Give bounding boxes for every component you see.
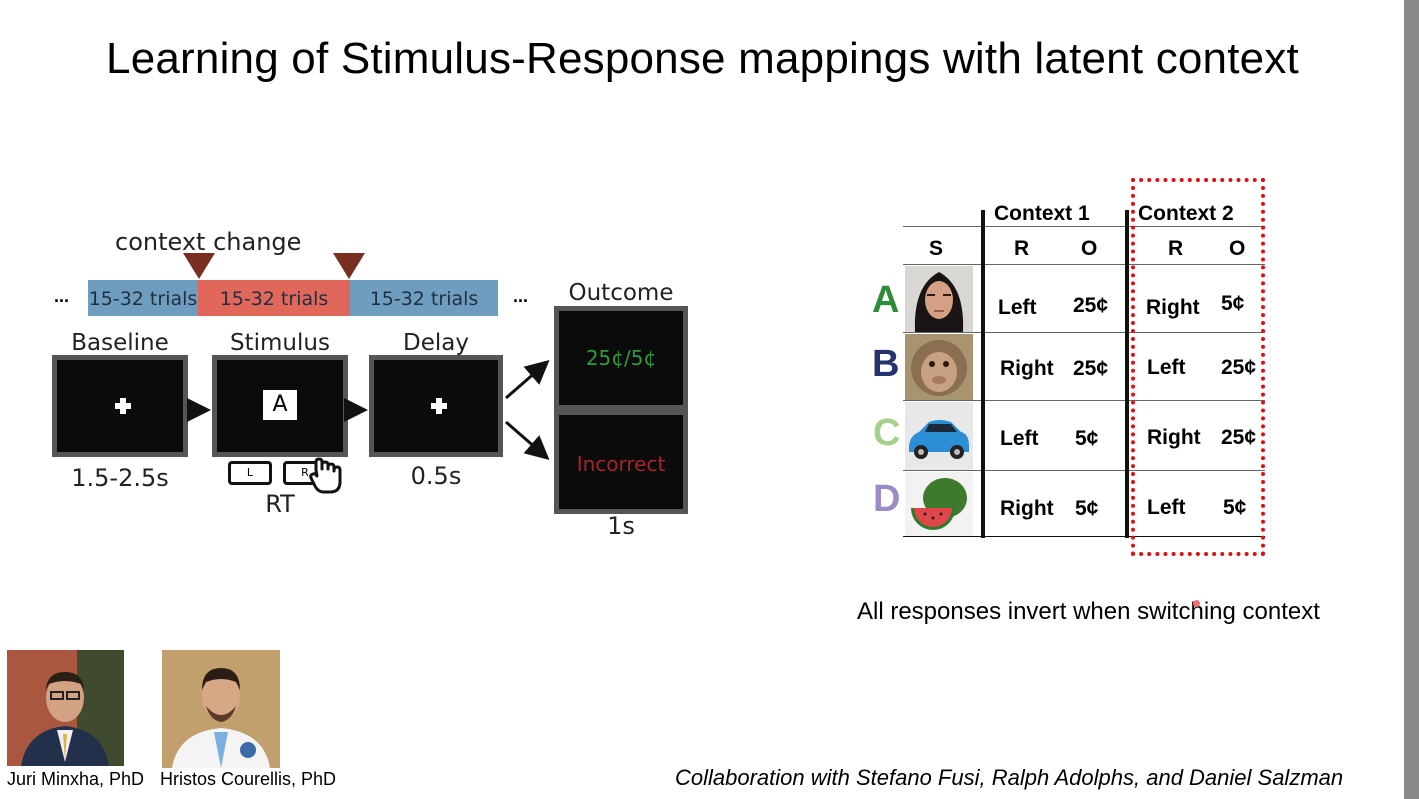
context2-header: Context 2	[1138, 202, 1234, 225]
woman-face-icon	[905, 266, 973, 332]
context-note: All responses invert when switching cont…	[857, 598, 1320, 625]
table-rule	[903, 400, 1265, 401]
arrow-to-correct	[505, 360, 550, 400]
col-header-r1: R	[1014, 237, 1030, 260]
flow-arrows	[187, 360, 550, 460]
slide-title: Learning of Stimulus-Response mappings w…	[106, 34, 1299, 83]
outcome-time: 1s	[607, 512, 635, 540]
stimulus-letter-a: A	[872, 279, 900, 321]
car-icon	[905, 402, 973, 470]
row-b-c2-outcome: 25¢	[1221, 356, 1257, 379]
baseline-label: Baseline	[71, 330, 169, 356]
row-d-c1-outcome: 5¢	[1075, 497, 1099, 520]
fixation-cross-icon	[431, 398, 447, 414]
table-rule	[903, 226, 1265, 227]
row-b-c1-response: Right	[1000, 357, 1054, 380]
row-c-c1-outcome: 5¢	[1075, 427, 1099, 450]
outcome-incorrect-text: Incorrect	[576, 452, 666, 476]
table-rule	[903, 470, 1265, 471]
context-change-marker-1	[183, 253, 215, 279]
delay-screen	[369, 355, 503, 457]
outcome-correct-screen: 25¢/5¢	[554, 306, 688, 410]
row-d-c1-response: Right	[1000, 497, 1054, 520]
table-rule	[903, 536, 1265, 537]
outcome-reward-text: 25¢/5¢	[585, 346, 657, 370]
col-header-o1: O	[1081, 237, 1098, 260]
trial-block-label: 15-32 trials	[88, 288, 198, 310]
delay-time: 0.5s	[410, 462, 462, 490]
context-change-marker-2	[333, 253, 365, 279]
trial-block-3: 15-32 trials	[350, 280, 498, 316]
baseline-screen	[52, 355, 188, 457]
row-a-c1-outcome: 25¢	[1073, 294, 1109, 317]
row-c-c2-outcome: 25¢	[1221, 426, 1257, 449]
row-c-c1-response: Left	[1000, 427, 1039, 450]
delay-label: Delay	[403, 330, 469, 356]
row-a-c2-response: Right	[1146, 296, 1200, 319]
person-photo-1	[7, 650, 124, 766]
person-name-1: Juri Minxha, PhD	[7, 769, 145, 789]
row-b-c2-response: Left	[1147, 356, 1186, 379]
row-c-c2-response: Right	[1147, 426, 1201, 449]
hand-press-icon	[309, 457, 342, 494]
stimulus-label: Stimulus	[230, 330, 330, 356]
row-b-c1-outcome: 25¢	[1073, 357, 1109, 380]
stimulus-letter-b: B	[872, 343, 900, 385]
row-d-c2-response: Left	[1147, 496, 1186, 519]
row-a-c1-response: Left	[998, 296, 1037, 319]
left-key-icon: L	[228, 461, 272, 485]
person-name-2: Hristos Courellis, PhD	[160, 769, 337, 789]
baseline-time: 1.5-2.5s	[71, 464, 169, 492]
trial-block-2: 15-32 trials	[198, 280, 350, 316]
stimulus-time: RT	[265, 490, 295, 518]
outcome-incorrect-screen: Incorrect	[554, 410, 688, 514]
column-divider	[981, 210, 985, 538]
trial-block-label: 15-32 trials	[369, 288, 479, 310]
collaboration-credit: Collaboration with Stefano Fusi, Ralph A…	[675, 765, 1344, 790]
monkey-face-icon	[905, 334, 973, 400]
side-video-strip	[1404, 0, 1419, 799]
col-header-s: S	[929, 237, 944, 260]
trial-block-label: 15-32 trials	[219, 288, 329, 310]
context1-header: Context 1	[994, 202, 1090, 225]
context2-highlight-box	[1131, 178, 1265, 556]
outcome-label: Outcome	[568, 280, 674, 306]
table-rule	[903, 332, 1265, 333]
fixation-cross-icon	[115, 398, 131, 414]
laser-pointer-dot	[1193, 600, 1200, 607]
ellipsis-right: ...	[513, 286, 529, 306]
column-divider	[1125, 210, 1129, 538]
col-header-o2: O	[1229, 237, 1246, 260]
mapping-table: Context 1 Context 2 S R O R O Left 25¢ R…	[903, 178, 1273, 560]
context-change-label: context change	[115, 228, 302, 256]
trial-block-1: 15-32 trials	[88, 280, 198, 316]
stimulus-letter-d: D	[873, 478, 901, 520]
stimulus-letter-c: C	[873, 412, 901, 454]
person-photo-2	[162, 650, 280, 768]
row-a-c2-outcome: 5¢	[1221, 292, 1245, 315]
ellipsis-left: ...	[54, 286, 70, 306]
row-d-c2-outcome: 5¢	[1223, 496, 1247, 519]
col-header-r2: R	[1168, 237, 1184, 260]
arrow-to-incorrect	[505, 420, 550, 460]
watermelon-icon	[905, 472, 973, 536]
table-rule	[903, 264, 1265, 265]
stimulus-symbol: A	[263, 390, 297, 420]
